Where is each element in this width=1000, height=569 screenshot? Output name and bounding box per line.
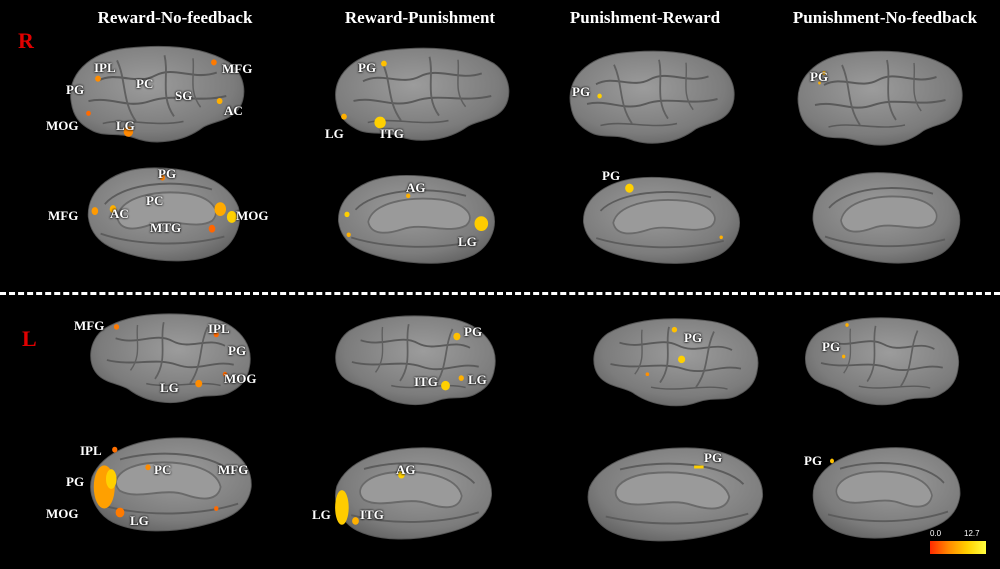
label-pg: PG (358, 60, 377, 75)
column-title-reward-no-feedback: Reward-No-feedback (97, 8, 253, 27)
label-ag: AG (406, 180, 426, 195)
label-pc: PC (146, 193, 164, 208)
label-sg: SG (175, 88, 193, 103)
label-pg: PG (804, 453, 823, 468)
label-ipl: IPL (94, 60, 116, 75)
brain-right-punishment-no-feedback-lateral (788, 45, 968, 155)
label-pg: PG (810, 69, 829, 84)
color-scale-legend: 0.0 12.7 (928, 529, 986, 557)
label-pg: PG (66, 474, 85, 489)
left-hemisphere-label: L (22, 326, 37, 351)
brain-right-punishment-reward-medial (575, 170, 745, 270)
label-ipl: IPL (80, 443, 102, 458)
label-ipl: IPL (208, 321, 230, 336)
label-ag: AG (396, 462, 416, 477)
legend-max: 12.7 (964, 529, 980, 538)
label-ac: AC (110, 206, 129, 221)
right-hemisphere-label: R (18, 28, 34, 53)
label-pg: PG (572, 84, 591, 99)
label-lg: LG (312, 507, 331, 522)
brain-left-punishment-no-feedback-lateral (800, 312, 968, 414)
label-itg: ITG (380, 126, 404, 141)
legend-gradient-bar (930, 541, 986, 554)
brain-right-reward-punishment-medial (330, 168, 500, 270)
label-lg: LG (468, 372, 487, 387)
hemisphere-divider (0, 292, 1000, 295)
label-pg: PG (228, 343, 247, 358)
column-title-punishment-no-feedback: Punishment-No-feedback (792, 8, 978, 27)
brain-left-reward-punishment-medial (330, 440, 500, 546)
label-pg: PG (158, 166, 177, 181)
label-pg: PG (66, 82, 85, 97)
label-mog: MOG (224, 371, 257, 386)
brain-left-reward-no-feedback-medial (85, 430, 260, 538)
brain-left-reward-no-feedback-lateral (85, 308, 260, 412)
legend-min: 0.0 (930, 529, 942, 538)
brain-left-punishment-no-feedback-medial (808, 440, 968, 545)
label-pg: PG (684, 330, 703, 345)
label-mog: MOG (46, 506, 79, 521)
label-mfg: MFG (218, 462, 249, 477)
brain-right-punishment-no-feedback-medial (805, 165, 965, 270)
column-title-punishment-reward: Punishment-Reward (569, 8, 721, 27)
column-title-reward-punishment: Reward-Punishment (344, 8, 496, 27)
brain-right-reward-no-feedback-lateral (60, 40, 250, 152)
label-pg: PG (464, 324, 483, 339)
label-pg: PG (704, 450, 723, 465)
label-mfg: MFG (74, 318, 105, 333)
label-mfg: MFG (222, 61, 253, 76)
label-mog: MOG (236, 208, 269, 223)
brain-right-reward-punishment-lateral (325, 42, 515, 150)
brain-left-punishment-reward-lateral (588, 313, 768, 415)
brain-right-punishment-reward-lateral (560, 45, 740, 153)
label-lg: LG (130, 513, 149, 528)
brain-left-punishment-reward-medial (582, 440, 772, 548)
label-lg: LG (160, 380, 179, 395)
label-lg: LG (458, 234, 477, 249)
label-itg: ITG (360, 507, 384, 522)
label-mfg: MFG (48, 208, 79, 223)
label-itg: ITG (414, 374, 438, 389)
label-pc: PC (136, 76, 154, 91)
label-lg: LG (116, 118, 135, 133)
label-pc: PC (154, 462, 172, 477)
label-pg: PG (822, 339, 841, 354)
label-ac: AC (224, 103, 243, 118)
label-mtg: MTG (150, 220, 182, 235)
brain-left-reward-punishment-lateral (330, 310, 505, 414)
brain-right-reward-no-feedback-medial (80, 160, 245, 268)
label-mog: MOG (46, 118, 79, 133)
label-lg: LG (325, 126, 344, 141)
label-pg: PG (602, 168, 621, 183)
